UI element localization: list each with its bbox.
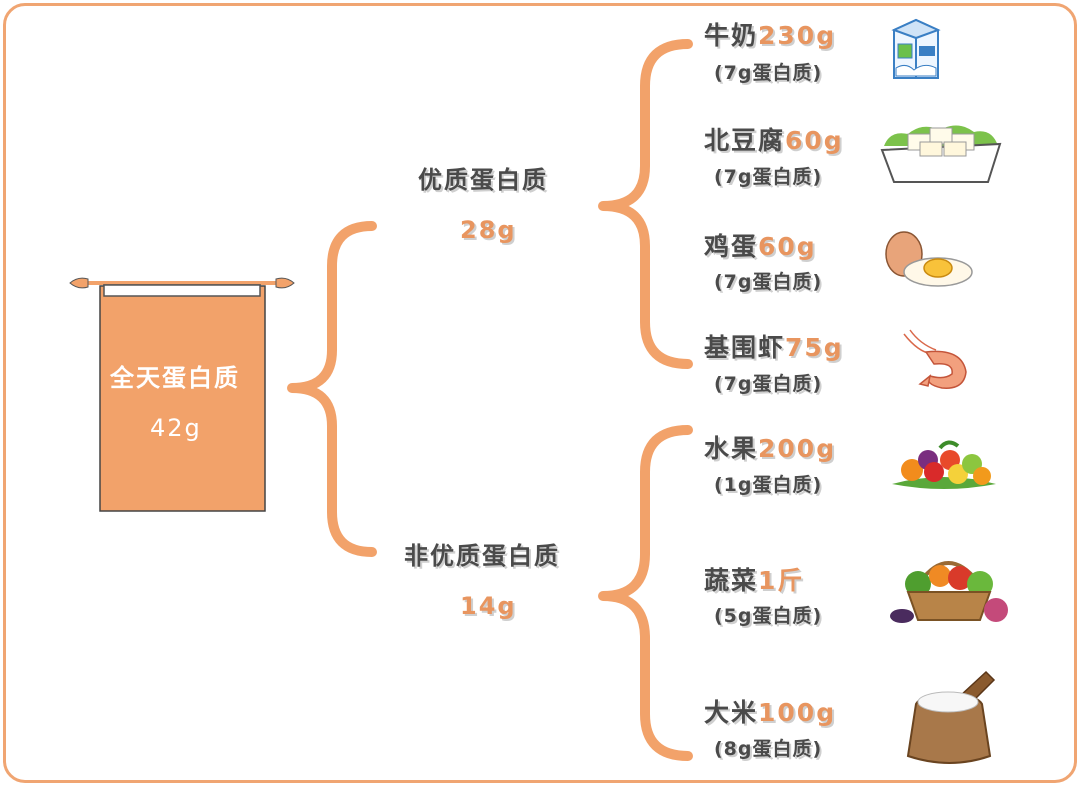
food-item-fruit: 水果200g — [704, 429, 836, 465]
food-name: 蔬菜 — [704, 566, 759, 595]
food-name: 大米 — [704, 698, 759, 727]
rice-sack-icon — [906, 670, 996, 764]
food-protein-shrimp: (7g蛋白质) — [714, 373, 823, 395]
total-amount: 42g — [150, 414, 202, 442]
food-protein-vegetable: (5g蛋白质) — [714, 605, 823, 627]
fruit-icon — [892, 440, 996, 489]
food-qty: 200g — [758, 434, 837, 463]
food-qty: 230g — [758, 21, 837, 50]
total-title: 全天蛋白质 — [110, 364, 240, 392]
food-item-vegetable: 蔬菜1斤 — [704, 561, 804, 597]
group-amount-quality: 28g — [460, 216, 517, 244]
food-qty: 60g — [785, 126, 844, 155]
food-name: 鸡蛋 — [704, 232, 759, 261]
food-item-shrimp: 基围虾75g — [704, 328, 844, 364]
food-protein-rice: (8g蛋白质) — [714, 738, 823, 760]
food-item-rice: 大米100g — [704, 693, 836, 729]
food-protein-milk: (7g蛋白质) — [714, 62, 823, 84]
food-qty: 75g — [785, 333, 844, 362]
group-amount-nonquality: 14g — [460, 592, 517, 620]
food-protein-fruit: (1g蛋白质) — [714, 474, 823, 496]
food-protein-egg: (7g蛋白质) — [714, 271, 823, 293]
egg-icon — [885, 231, 973, 287]
diagram-frame — [3, 3, 1077, 783]
food-item-egg: 鸡蛋60g — [704, 227, 817, 263]
shrimp-icon — [903, 329, 967, 389]
food-protein-tofu: (7g蛋白质) — [714, 166, 823, 188]
total-banner — [99, 285, 266, 512]
food-name: 北豆腐 — [704, 126, 786, 155]
milk-carton-icon — [891, 18, 941, 79]
brace-nonquality — [598, 425, 693, 761]
food-item-milk: 牛奶230g — [704, 16, 836, 52]
group-label-quality: 优质蛋白质 — [418, 166, 548, 194]
tofu-icon — [880, 125, 1002, 183]
brace-root — [287, 221, 377, 557]
food-name: 水果 — [704, 434, 759, 463]
brace-quality — [598, 39, 693, 369]
food-qty: 1斤 — [758, 566, 805, 595]
group-label-nonquality: 非优质蛋白质 — [404, 542, 560, 570]
food-qty: 100g — [758, 698, 837, 727]
vegetable-basket-icon — [890, 561, 1008, 623]
food-item-tofu: 北豆腐60g — [704, 121, 844, 157]
food-name: 基围虾 — [704, 333, 786, 362]
food-qty: 60g — [758, 232, 817, 261]
food-name: 牛奶 — [704, 21, 759, 50]
